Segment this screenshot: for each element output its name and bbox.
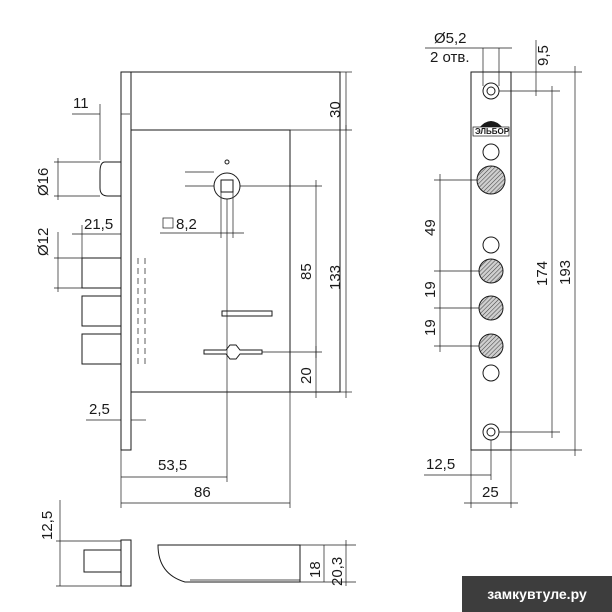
small-hole-2 [482, 236, 500, 254]
dim-49-label: 49 [422, 219, 439, 236]
case-outline [131, 71, 341, 393]
dim-25-label: 25 [482, 484, 499, 501]
pivot-dot [224, 159, 230, 165]
bolt-hole-1 [478, 258, 504, 284]
dim-25: 25 [464, 450, 518, 508]
dim-spacing: 49 19 19 [422, 174, 479, 352]
spindle-hub [213, 172, 241, 200]
dim-19a-label: 19 [422, 281, 439, 298]
bolt-2 [81, 295, 122, 327]
dim-174: 174 [499, 86, 560, 438]
bolt-hole-3 [478, 333, 504, 359]
latch-hole [476, 165, 506, 195]
dim-12: Ø12 [35, 228, 82, 292]
small-hole-3 [482, 364, 500, 382]
watermark-text: замкувтуле.ру [487, 586, 587, 602]
dim-30-label: 30 [327, 101, 344, 118]
dim-20: 20 [290, 346, 322, 398]
lock-body-view [81, 71, 341, 451]
dim-174-label: 174 [534, 261, 551, 286]
mount-hole-bottom [482, 423, 500, 441]
mount-hole-top [482, 82, 500, 100]
dim-53-5-label: 53,5 [158, 457, 187, 474]
dim-193: 193 [511, 66, 582, 456]
key-slot [221, 310, 273, 317]
dim-hole-dia: Ø5,2 2 отв. [425, 30, 512, 86]
dim-16: Ø16 [35, 158, 100, 200]
mount-hole-bottom-inner [486, 427, 496, 437]
mount-hole-top-inner [486, 86, 496, 96]
case-inner-line [131, 129, 291, 392]
small-hole-1 [482, 143, 500, 161]
dim-86-label: 86 [194, 484, 211, 501]
square-symbol-icon [162, 217, 174, 229]
square-spindle-hole [220, 179, 234, 193]
dim-2-5: 2,5 [86, 401, 146, 426]
dim-86: 86 [121, 392, 291, 508]
dim-133-label: 133 [327, 265, 344, 290]
dim-21-5-label: 21,5 [84, 216, 113, 233]
dim-8-2: 8,2 [160, 192, 244, 238]
dim-12-label: Ø12 [35, 228, 52, 256]
dim-2-5-label: 2,5 [89, 401, 110, 418]
dim-11-label: 11 [73, 95, 89, 112]
bolt-3 [81, 333, 122, 365]
dim-9-5: 9,5 [499, 40, 582, 96]
keyhole [203, 344, 263, 360]
dim-18-label: 18 [307, 561, 324, 578]
faceplate-view: ЭЛЬБОР [470, 71, 512, 451]
logo-text: ЭЛЬБОР [475, 127, 510, 136]
dim-20-label: 20 [298, 367, 315, 384]
hole-count-label: 2 отв. [430, 49, 470, 66]
dim-8-2-label: 8,2 [176, 216, 197, 233]
latch-bolt [99, 161, 121, 197]
elbor-logo: ЭЛЬБОР [472, 121, 510, 137]
dim-53-5: 53,5 [120, 199, 228, 508]
dim-12-5-plate: 12,5 [424, 440, 492, 508]
dim-16-label: Ø16 [35, 168, 52, 196]
faceplate-strip [120, 71, 132, 451]
dim-12-5-side-label: 12,5 [39, 511, 56, 540]
dim-85: 85 [240, 180, 322, 358]
dim-30: 30 [290, 71, 352, 131]
hole-dia-label: Ø5,2 [434, 30, 467, 47]
dim-12-5-plate-label: 12,5 [426, 456, 455, 473]
bottom-side-view: 12,5 18 20,3 [39, 500, 356, 587]
dim-21-5: 21,5 [72, 216, 121, 258]
dim-133: 133 [327, 125, 352, 398]
dim-20-3-label: 20,3 [329, 557, 346, 586]
bolt-1 [81, 257, 122, 289]
dim-9-5-label: 9,5 [535, 45, 552, 66]
dim-193-label: 193 [557, 260, 574, 285]
dim-85-label: 85 [298, 263, 315, 280]
dim-11: 11 [72, 95, 130, 160]
side-bolt [83, 549, 122, 573]
watermark: замкувтуле.ру [462, 576, 612, 612]
dim-19b-label: 19 [422, 319, 439, 336]
bolt-hole-2 [478, 295, 504, 321]
side-faceplate [120, 539, 132, 587]
latch-side-body [157, 544, 301, 583]
